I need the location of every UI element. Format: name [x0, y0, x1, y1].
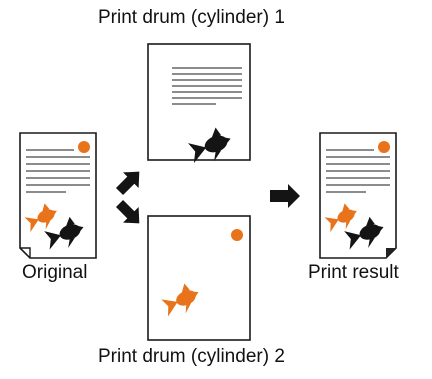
drum1-label: Print drum (cylinder) 1	[98, 7, 285, 28]
text-lines	[172, 67, 242, 105]
original-label: Original	[22, 262, 88, 283]
result-page	[319, 132, 397, 259]
drum2-page	[147, 215, 251, 341]
orange-dot-icon	[378, 141, 390, 153]
drum1-page	[147, 43, 251, 168]
arrow-icon	[115, 171, 140, 196]
arrow-icon	[270, 184, 300, 208]
arrows	[115, 171, 300, 224]
arrow-icon	[115, 199, 140, 224]
orange-dot-icon	[78, 141, 90, 153]
text-lines	[326, 149, 390, 193]
original-page	[19, 132, 97, 259]
result-label: Print result	[308, 262, 399, 283]
drum2-label: Print drum (cylinder) 2	[98, 346, 285, 367]
text-lines	[26, 149, 90, 193]
orange-dot-icon	[231, 229, 243, 241]
